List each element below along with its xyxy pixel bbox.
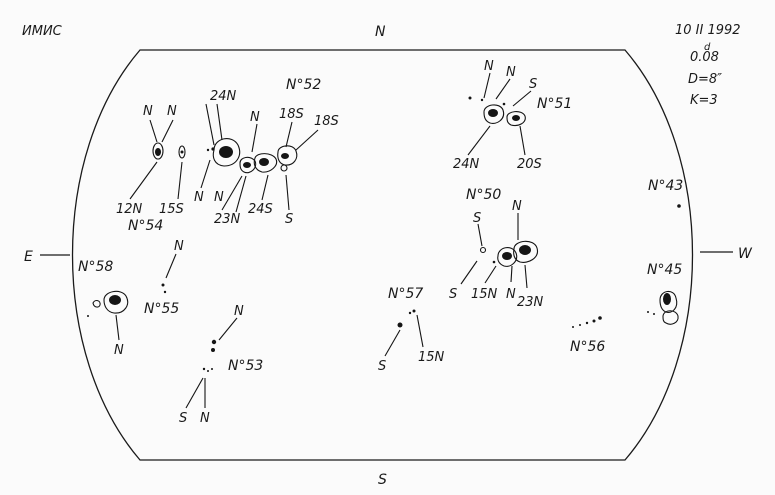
polarity-label: 24S [248, 202, 273, 217]
polarity-label: 18S [314, 114, 339, 129]
group-label-57: N°57 [388, 286, 423, 302]
observation-date: 10 II 1992 [675, 23, 741, 38]
polarity-label: N [484, 59, 494, 74]
k-index: K=3 [690, 93, 718, 108]
sunspot-group-53 [202, 339, 217, 372]
group-label-53: N°53 [228, 358, 263, 374]
polarity-label: S [529, 77, 537, 92]
group-label-55: N°55 [144, 301, 179, 317]
polarity-label: N [506, 65, 516, 80]
group-label-58: N°58 [78, 259, 113, 275]
sunspot-group-57 [397, 309, 416, 328]
polarity-label: 24N [210, 89, 237, 104]
polarity-labels: N N 24N N 18S 18S 12N 15S N N 23N 24S S … [114, 59, 544, 426]
polarity-label: N [194, 190, 204, 205]
polarity-label: 23N [517, 295, 544, 310]
sunspot-group-56 [572, 316, 602, 328]
polarity-label: N [214, 190, 224, 205]
polarity-label: 20S [517, 157, 542, 172]
polarity-label: N [167, 104, 177, 119]
polarity-label: N [234, 304, 244, 319]
sunspot-group-50 [479, 240, 539, 267]
sunspot-group-55 [161, 283, 167, 294]
sunspot-group-52 [206, 138, 298, 174]
group-label-43: N°43 [648, 178, 683, 194]
disk-outline [71, 49, 694, 461]
group-label-52: N°52 [286, 77, 321, 93]
polarity-label: N [114, 343, 124, 358]
group-label-56: N°56 [570, 339, 605, 355]
leader-lines [115, 72, 532, 409]
observation-time: 0.08 [690, 50, 719, 65]
group-label-50: N°50 [466, 187, 501, 203]
polarity-label: N [200, 411, 210, 426]
east-direction-label: E [24, 249, 33, 265]
group-label-54: N°54 [128, 218, 163, 234]
polarity-label: 15N [418, 350, 445, 365]
sunspot-group-43 [677, 204, 681, 208]
west-direction-label: W [738, 246, 753, 262]
polarity-label: 15S [159, 202, 184, 217]
polarity-label: 15N [471, 287, 498, 302]
polarity-label: N [174, 239, 184, 254]
polarity-label: S [449, 287, 457, 302]
polarity-label: N [506, 287, 516, 302]
polarity-label: S [285, 212, 293, 227]
north-direction-label: N [375, 24, 386, 40]
polarity-label: S [179, 411, 187, 426]
sunspot-group-45 [647, 290, 679, 325]
sunspot-group-54 [152, 142, 186, 160]
sunspot-group-51 [468, 96, 526, 127]
polarity-label: 23N [214, 212, 241, 227]
group-label-45: N°45 [647, 262, 682, 278]
polarity-label: S [378, 359, 386, 374]
south-direction-label: S [378, 472, 387, 488]
time-unit-superscript: d [704, 42, 711, 53]
polarity-label: N [250, 110, 260, 125]
sunspot-group-58 [87, 290, 129, 317]
observatory-code: ИМИС [22, 24, 63, 39]
polarity-label: 18S [279, 107, 304, 122]
polarity-label: 12N [116, 202, 143, 217]
disk-diameter: D=8″ [688, 72, 722, 87]
polarity-label: N [143, 104, 153, 119]
polarity-label: N [512, 199, 522, 214]
polarity-label: S [473, 211, 481, 226]
polarity-label: 24N [453, 157, 480, 172]
group-label-51: N°51 [537, 96, 572, 112]
